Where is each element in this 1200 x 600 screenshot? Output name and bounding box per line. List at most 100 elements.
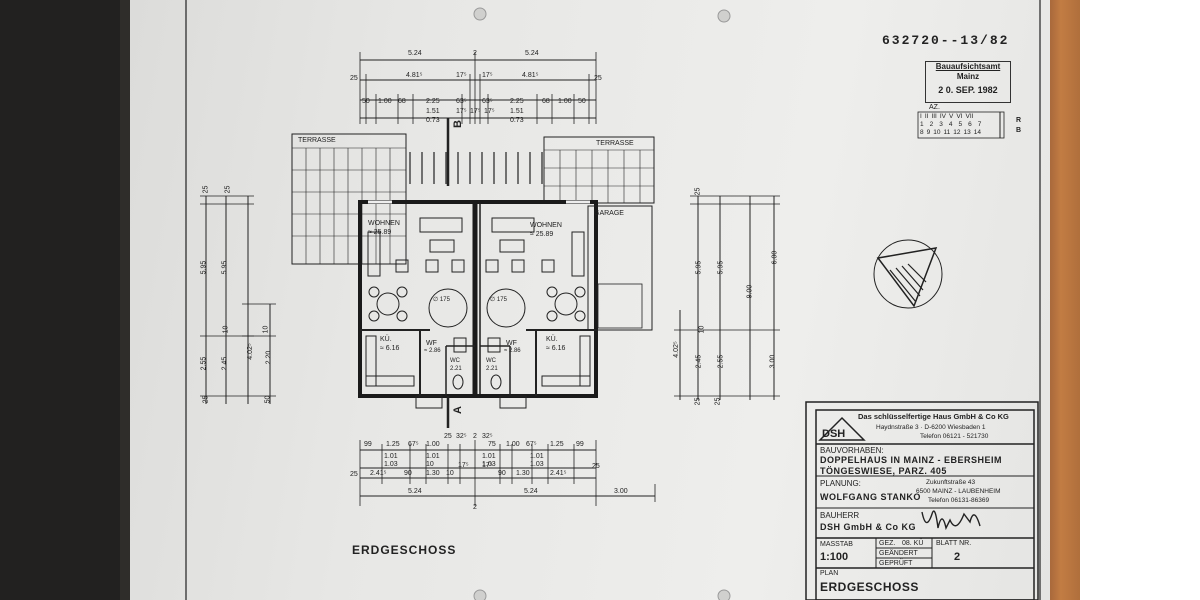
dim-top-right: 5.24 xyxy=(525,50,539,57)
room-stair-left: ∅ 175 xyxy=(433,297,450,303)
company-name: Das schlüsselfertige Haus GmbH & Co KG xyxy=(858,412,1009,421)
dim-bottom: 2.41⁵ xyxy=(550,470,567,477)
dim-row3: 68 xyxy=(542,98,550,105)
dim-row3: 17⁵ xyxy=(470,108,481,115)
dim-row2: 4.81⁵ xyxy=(406,72,423,79)
dim-bottom: 1.25 xyxy=(386,441,400,448)
room-kueche-left: KÜ. xyxy=(380,336,392,343)
dim-bottom: 2 xyxy=(473,433,477,440)
dim-row2: 17⁵ xyxy=(482,72,493,79)
az-cell: 1 xyxy=(920,121,924,128)
room-wohnen-left-area: ≈ 25.89 xyxy=(368,229,392,236)
dim-bottom: 17⁵ xyxy=(458,462,469,469)
dim-right: 5.95 xyxy=(695,260,703,275)
dim-row4: 0.73 xyxy=(426,117,440,124)
az-cell: 12 xyxy=(953,129,961,136)
room-wc-left: WC xyxy=(450,358,460,364)
dim-right: 3.00 xyxy=(769,354,777,369)
dim-right: 4.02⁵ xyxy=(672,341,680,358)
dim-row2: 25 xyxy=(350,75,358,82)
dim-row3: 50 xyxy=(362,98,370,105)
planung-label: PLANUNG: xyxy=(820,479,861,488)
dim-bottom: 1.01 xyxy=(384,453,398,460)
dim-bottom: 2 xyxy=(473,504,477,511)
room-wf-right-area: ≈ 2.86 xyxy=(504,348,521,354)
dim-row3: 2.25 xyxy=(510,98,524,105)
room-wohnen-left: WOHNEN xyxy=(368,220,400,227)
az-cell: 7 xyxy=(977,121,982,128)
dim-bottom: 75 xyxy=(488,441,496,448)
dim-row3: 1.00 xyxy=(558,98,572,105)
dim-left: 25 xyxy=(202,185,210,194)
az-row-3: 8 9 10 11 12 13 14 xyxy=(920,129,981,137)
dim-top-left: 5.24 xyxy=(408,50,422,57)
approval-stamp: Bauaufsichtsamt Mainz 2 0. SEP. 1982 xyxy=(925,61,1011,103)
room-terrasse-right: TERRASSE xyxy=(596,140,634,147)
az-cell: 8 xyxy=(920,129,924,136)
dim-bottom: 25 xyxy=(592,463,600,470)
dim-left: 10 xyxy=(222,325,230,334)
dim-bottom: 99 xyxy=(364,441,372,448)
dim-bottom: 1.30 xyxy=(426,470,440,477)
dim-right: 5.95 xyxy=(717,260,725,275)
az-cell: 4 xyxy=(948,121,953,128)
blueprint-sheet: 632720--13/82 Bauaufsichtsamt Mainz 2 0.… xyxy=(130,0,1050,600)
dim-bottom: 25 xyxy=(444,433,452,440)
dim-left: 25 xyxy=(224,185,232,194)
dim-bottom: 1.03 xyxy=(482,461,496,468)
az-cell: I xyxy=(920,113,922,120)
az-cell: 3 xyxy=(939,121,943,128)
room-wf-left: WF xyxy=(426,340,437,347)
floor-label: ERDGESCHOSS xyxy=(352,543,457,557)
dim-bottom: 1.25 xyxy=(550,441,564,448)
dim-left: 10 xyxy=(262,325,270,334)
room-kueche-left-area: ≈ 6.16 xyxy=(380,345,400,352)
dim-bottom: 32⁵ xyxy=(456,433,467,440)
drawing-number: 632720--13/82 xyxy=(882,33,1010,48)
dim-bottom: 1.30 xyxy=(516,470,530,477)
stamp-authority: Bauaufsichtsamt xyxy=(935,62,1001,71)
dim-bottom: 10 xyxy=(446,470,454,477)
dim-bottom: 5.24 xyxy=(524,488,538,495)
room-wc-right: WC xyxy=(486,358,496,364)
dim-row3: 50 xyxy=(578,98,586,105)
dsh-logo: DSH xyxy=(822,428,846,440)
room-kueche-right-area: ≈ 6.16 xyxy=(546,345,566,352)
dim-bottom: 17⁵ xyxy=(482,462,493,469)
bauherr-name: DSH GmbH & Co KG xyxy=(820,522,917,532)
az-cell: 11 xyxy=(943,129,951,136)
planer-address2: 6500 MAINZ - LAUBENHEIM xyxy=(916,488,1001,495)
dim-bottom: 1.00 xyxy=(506,441,520,448)
az-side: R B xyxy=(1016,116,1021,136)
massstab-label: MASSTAB xyxy=(820,541,853,548)
dim-right: 10 xyxy=(698,325,706,334)
plan-title: ERDGESCHOSS xyxy=(820,580,919,594)
dim-bottom: 10 xyxy=(426,461,434,468)
dim-bottom: 1.00 xyxy=(426,441,440,448)
company-address: Haydnstraße 3 · D-6200 Wiesbaden 1 xyxy=(876,424,986,431)
az-cell: III xyxy=(931,113,937,120)
dim-bottom: 3.00 xyxy=(614,488,628,495)
bauvorhaben-line1: DOPPELHAUS IN MAINZ - EBERSHEIM xyxy=(820,455,1003,465)
az-cell: 10 xyxy=(933,129,941,136)
az-cell: V xyxy=(949,113,954,120)
dim-row4: 17⁵ xyxy=(456,108,467,115)
plan-label: PLAN xyxy=(820,570,839,577)
dim-bottom: 67⁵ xyxy=(408,441,419,448)
dim-right: 25 xyxy=(694,187,702,196)
dim-left: 4.02⁵ xyxy=(246,343,254,360)
az-cell: 5 xyxy=(958,121,963,128)
dim-row4: 1.51 xyxy=(426,108,440,115)
dim-right: 2.55 xyxy=(717,354,725,369)
section-mark-a: A xyxy=(451,406,464,414)
dim-left: 5.95 xyxy=(200,260,208,275)
dim-row2: 25 xyxy=(594,75,602,82)
dim-row4: 1.51 xyxy=(510,108,524,115)
dim-left: 50 xyxy=(264,395,272,404)
background-left xyxy=(0,0,120,600)
blatt-label: BLATT NR. xyxy=(936,540,972,547)
background-right xyxy=(1080,0,1200,600)
dim-bottom: 2.41⁵ xyxy=(370,470,387,477)
az-cell: IV xyxy=(939,113,947,120)
geaendert-label: GEÄNDERT xyxy=(879,550,918,557)
